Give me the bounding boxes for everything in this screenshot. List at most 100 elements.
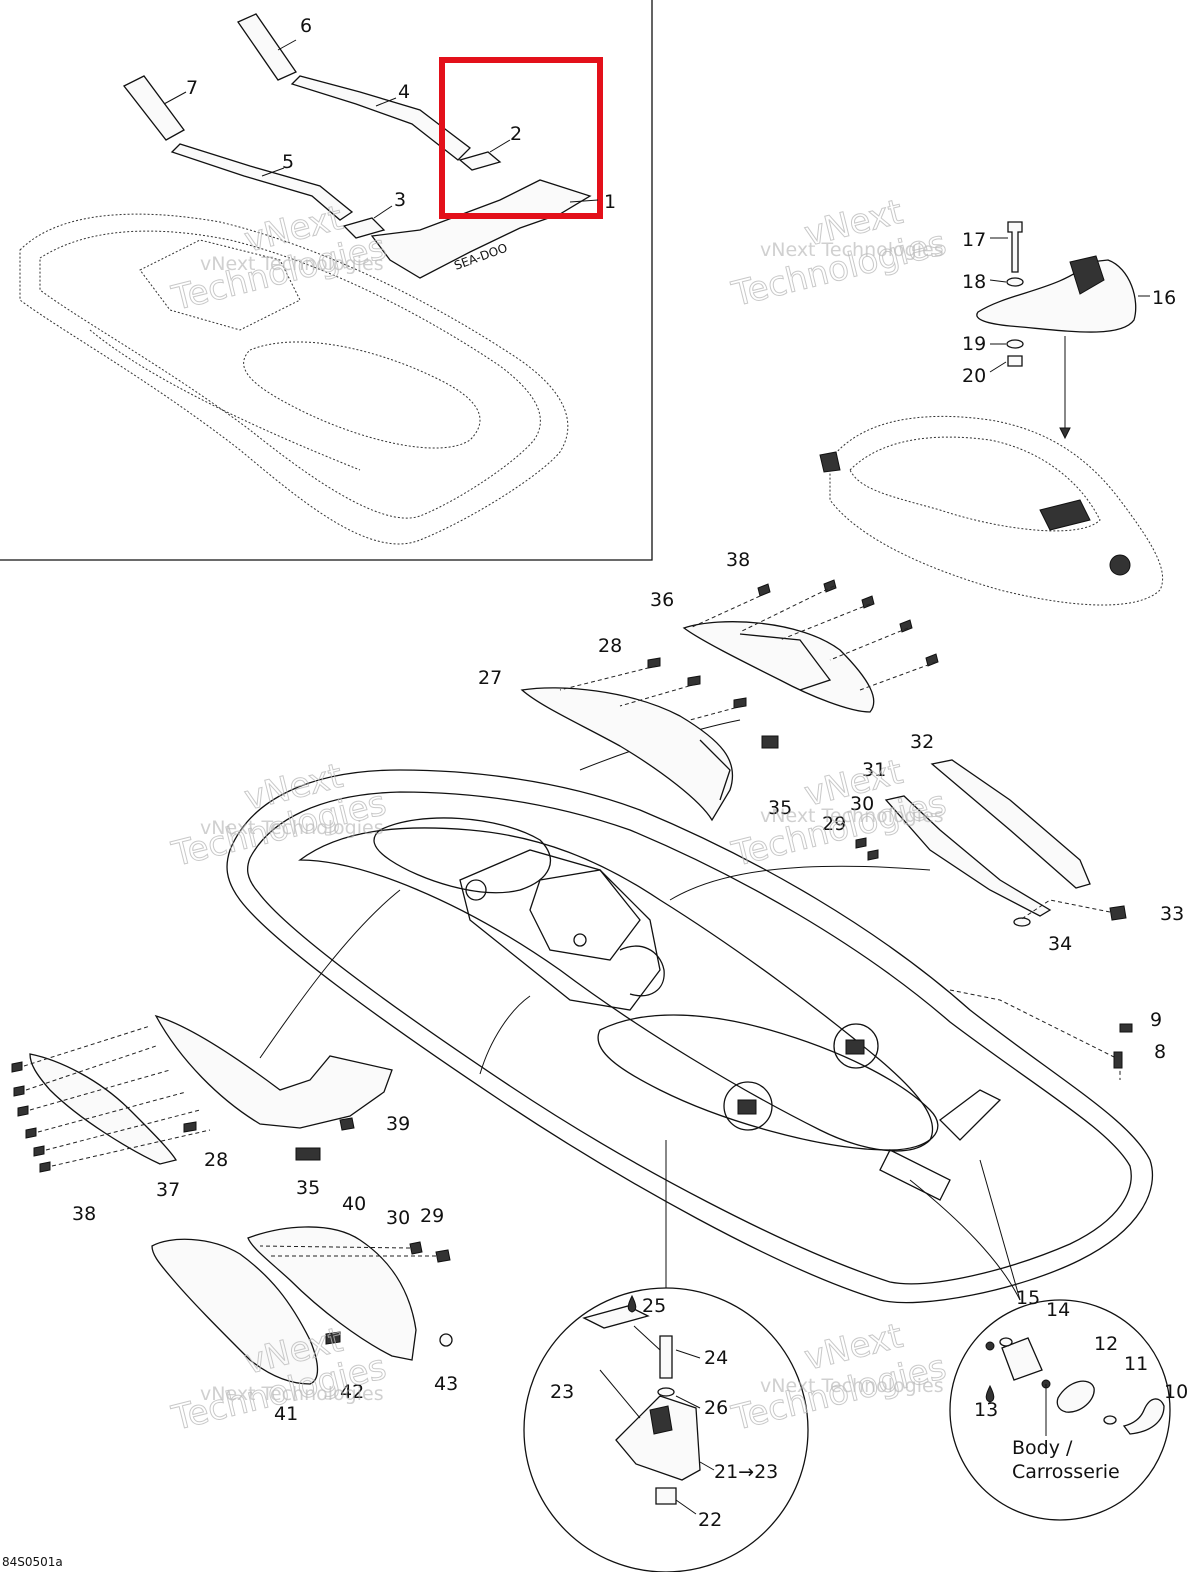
trim-31[interactable] (884, 795, 1052, 917)
watermark-5: vNext Technologies (200, 1383, 384, 1405)
label-7[interactable]: 7 (186, 77, 198, 99)
label-9[interactable]: 9 (1150, 1009, 1162, 1031)
label-25[interactable]: 25 (642, 1295, 666, 1317)
label-14[interactable]: 14 (1046, 1299, 1070, 1321)
inset-panel (0, 0, 653, 561)
screw-24[interactable] (659, 1335, 673, 1379)
body-label-fr: Carrosserie (1012, 1461, 1120, 1483)
decal-strip-5[interactable] (170, 143, 354, 221)
label-20[interactable]: 20 (962, 365, 986, 387)
grab-handle-16[interactable] (976, 259, 1137, 333)
decal-pad-2[interactable] (458, 151, 502, 171)
detail-circle-left (523, 1140, 809, 1572)
washer-19[interactable] (1006, 339, 1024, 349)
decal-group: SEA-DOO (123, 13, 592, 279)
plate-14[interactable] (1001, 1337, 1043, 1381)
side-vent-37[interactable] (29, 1053, 178, 1165)
side-panel-40[interactable] (247, 1226, 417, 1361)
washer-18[interactable] (1006, 277, 1024, 287)
part-labels: 1 2 3 4 5 6 7 8 9 10 11 12 13 14 15 16 1… (72, 15, 1188, 1531)
washer-26[interactable] (657, 1387, 675, 1397)
label-5[interactable]: 5 (282, 151, 294, 173)
label-29-lower[interactable]: 29 (420, 1205, 444, 1227)
label-23[interactable]: 23 (550, 1381, 574, 1403)
label-1[interactable]: 1 (604, 191, 616, 213)
side-panel-27[interactable] (520, 687, 734, 822)
label-2[interactable]: 2 (510, 123, 522, 145)
label-30-upper[interactable]: 30 (850, 793, 874, 815)
fastener-screws (11, 579, 1133, 1347)
label-38-upper[interactable]: 38 (726, 549, 750, 571)
side-vent-36[interactable] (682, 621, 875, 713)
label-27[interactable]: 27 (478, 667, 502, 689)
detail-circle-right (909, 1159, 1171, 1521)
plate-12[interactable] (1056, 1380, 1095, 1413)
diagram-code: 84S0501a (2, 1555, 63, 1569)
label-18[interactable]: 18 (962, 271, 986, 293)
label-29-upper[interactable]: 29 (822, 813, 846, 835)
label-42[interactable]: 42 (340, 1381, 364, 1403)
label-43[interactable]: 43 (434, 1373, 458, 1395)
decal-pad-3[interactable] (342, 217, 386, 239)
trim-32[interactable] (930, 759, 1091, 889)
label-38-lower[interactable]: 38 (72, 1203, 96, 1225)
label-4[interactable]: 4 (398, 81, 410, 103)
decal-strip-6[interactable] (237, 13, 297, 81)
label-21-23[interactable]: 21→23 (714, 1461, 778, 1483)
label-35-lower[interactable]: 35 (296, 1177, 320, 1199)
label-26[interactable]: 26 (704, 1397, 728, 1419)
side-panel-39[interactable] (154, 1014, 393, 1129)
label-36[interactable]: 36 (650, 589, 674, 611)
highlight-box (439, 57, 603, 219)
label-17[interactable]: 17 (962, 229, 986, 251)
label-34[interactable]: 34 (1048, 933, 1072, 955)
label-12[interactable]: 12 (1094, 1333, 1118, 1355)
label-39[interactable]: 39 (386, 1113, 410, 1135)
pad-23[interactable] (582, 1305, 650, 1329)
label-33[interactable]: 33 (1160, 903, 1184, 925)
label-6[interactable]: 6 (300, 15, 312, 37)
body-label: Body / (1012, 1437, 1073, 1459)
label-8[interactable]: 8 (1154, 1041, 1166, 1063)
label-31[interactable]: 31 (862, 759, 886, 781)
label-32[interactable]: 32 (910, 731, 934, 753)
nut-22[interactable] (655, 1487, 677, 1505)
label-19[interactable]: 19 (962, 333, 986, 355)
label-41[interactable]: 41 (274, 1403, 298, 1425)
label-24[interactable]: 24 (704, 1347, 728, 1369)
inset-hull-outline (19, 213, 569, 545)
body-caption: Body / Carrosserie (1012, 1437, 1120, 1483)
bracket-21[interactable] (615, 1395, 701, 1481)
loop-10[interactable] (1122, 1398, 1165, 1435)
label-37[interactable]: 37 (156, 1179, 180, 1201)
label-15[interactable]: 15 (1016, 1287, 1040, 1309)
label-10[interactable]: 10 (1164, 1381, 1188, 1403)
seat-assembly (819, 221, 1164, 606)
washer-15[interactable] (999, 1337, 1013, 1347)
label-35-upper[interactable]: 35 (768, 797, 792, 819)
label-28-upper[interactable]: 28 (598, 635, 622, 657)
inset-leaders (163, 39, 599, 219)
watermark-6: vNext Technologies (760, 1375, 944, 1397)
watermark-2: vNext Technologies (760, 239, 944, 261)
label-3[interactable]: 3 (394, 189, 406, 211)
side-vent-41[interactable] (151, 1238, 319, 1385)
label-30-lower[interactable]: 30 (386, 1207, 410, 1229)
label-16[interactable]: 16 (1152, 287, 1176, 309)
watermark-1: vNext Technologies (200, 253, 384, 275)
label-13[interactable]: 13 (974, 1399, 998, 1421)
washer-11[interactable] (1103, 1415, 1117, 1425)
watermark-3: vNext Technologies (200, 817, 384, 839)
watermark-4: vNext Technologies (760, 805, 944, 827)
label-28-lower[interactable]: 28 (204, 1149, 228, 1171)
decal-strip-7[interactable] (123, 75, 185, 141)
bolt-17[interactable] (1007, 221, 1023, 273)
nut-20[interactable] (1007, 355, 1023, 367)
decal-strip-4[interactable] (290, 75, 471, 161)
label-40[interactable]: 40 (342, 1193, 366, 1215)
side-panel-parts (11, 579, 1133, 1385)
label-22[interactable]: 22 (698, 1509, 722, 1531)
label-11[interactable]: 11 (1124, 1353, 1148, 1375)
